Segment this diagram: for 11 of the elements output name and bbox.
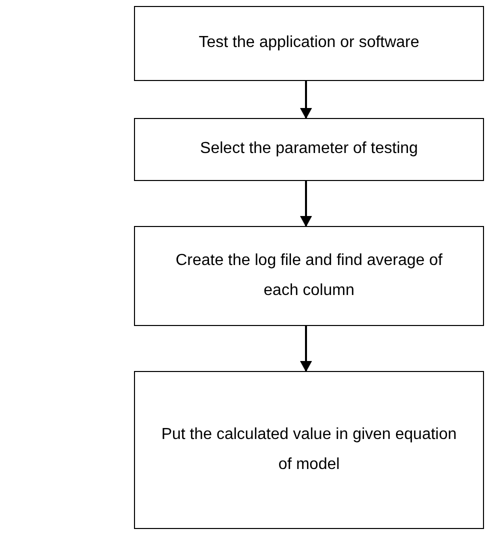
arrow <box>300 181 312 227</box>
process-box <box>134 6 484 81</box>
box-label: Select the parameter of testing <box>200 139 418 160</box>
box-label: Create the log file and find average of each column <box>174 250 444 301</box>
arrow <box>300 326 312 372</box>
arrow <box>300 81 312 119</box>
process-box <box>134 371 484 529</box>
box-label: Test the application or software <box>198 33 420 54</box>
process-box <box>134 118 484 181</box>
process-box <box>134 226 484 326</box>
box-label: Put the calculated value in given equation of model <box>160 424 458 475</box>
